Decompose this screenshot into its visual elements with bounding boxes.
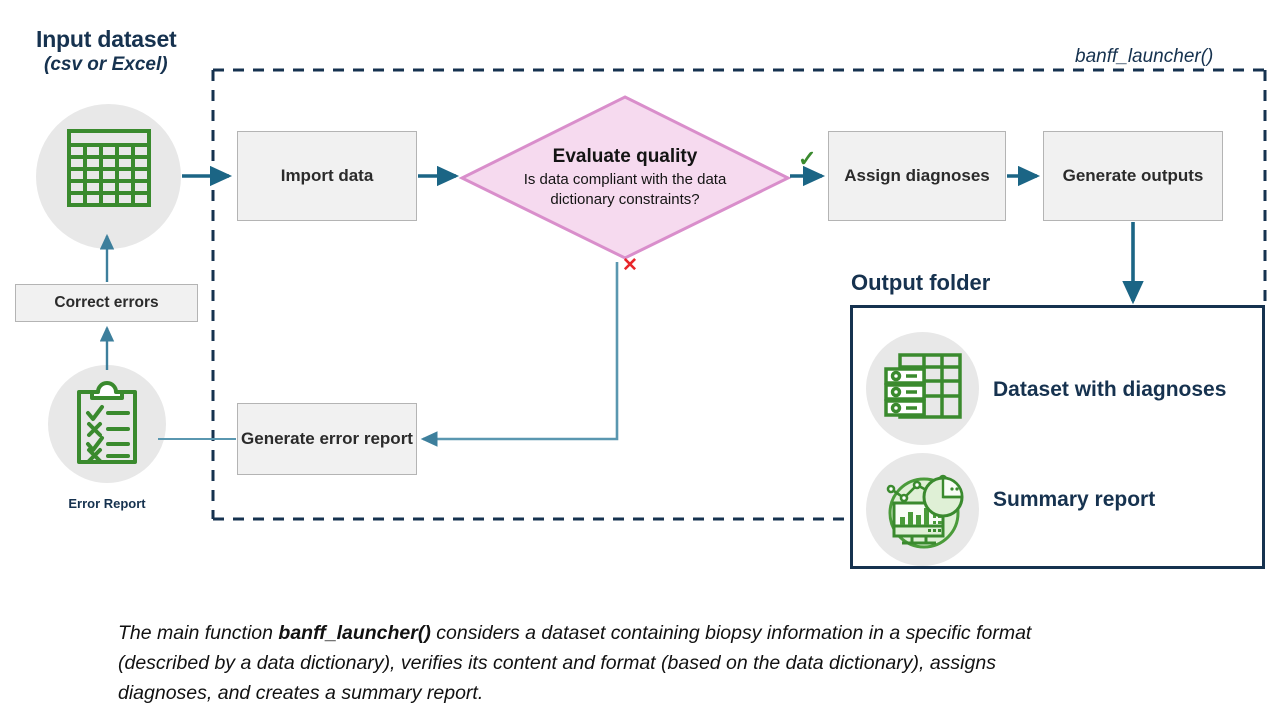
error-report-caption: Error Report: [68, 496, 146, 511]
chart-monitor-icon: [886, 474, 964, 549]
import-data-box[interactable]: Import data: [237, 131, 417, 221]
evaluate-quality-decision[interactable]: Evaluate quality Is data compliant with …: [458, 95, 792, 260]
figure-caption: The main function banff_launcher() consi…: [118, 618, 1083, 709]
input-dataset-circle: [36, 104, 181, 249]
generate-outputs-box[interactable]: Generate outputs: [1043, 131, 1223, 221]
caption-part2: considers a dataset containing biopsy in…: [118, 622, 1032, 705]
summary-report-label: Summary report: [993, 488, 1156, 511]
clipboard-checklist-icon: [77, 381, 137, 464]
assign-diagnoses-box[interactable]: Assign diagnoses: [828, 131, 1006, 221]
dataset-table-icon: [884, 353, 962, 419]
decision-no-x-icon: ✕: [622, 255, 638, 276]
generate-error-report-box[interactable]: Generate error report: [237, 403, 417, 475]
input-dataset-title: Input dataset: [36, 26, 177, 52]
banff-launcher-label: banff_launcher(): [1075, 46, 1214, 67]
decision-yes-check-icon: ✓: [798, 146, 817, 171]
caption-part1: The main function: [118, 622, 279, 644]
input-dataset-subtitle: (csv or Excel): [44, 54, 168, 75]
dataset-with-diagnoses-label: Dataset with diagnoses: [993, 378, 1227, 401]
correct-errors-box[interactable]: Correct errors: [15, 284, 198, 322]
output-folder-title: Output folder: [851, 270, 991, 295]
caption-function-name: banff_launcher(): [278, 622, 431, 644]
table-grid-icon: [67, 129, 151, 207]
arrow-decision-no-to-error-report: [420, 262, 619, 447]
